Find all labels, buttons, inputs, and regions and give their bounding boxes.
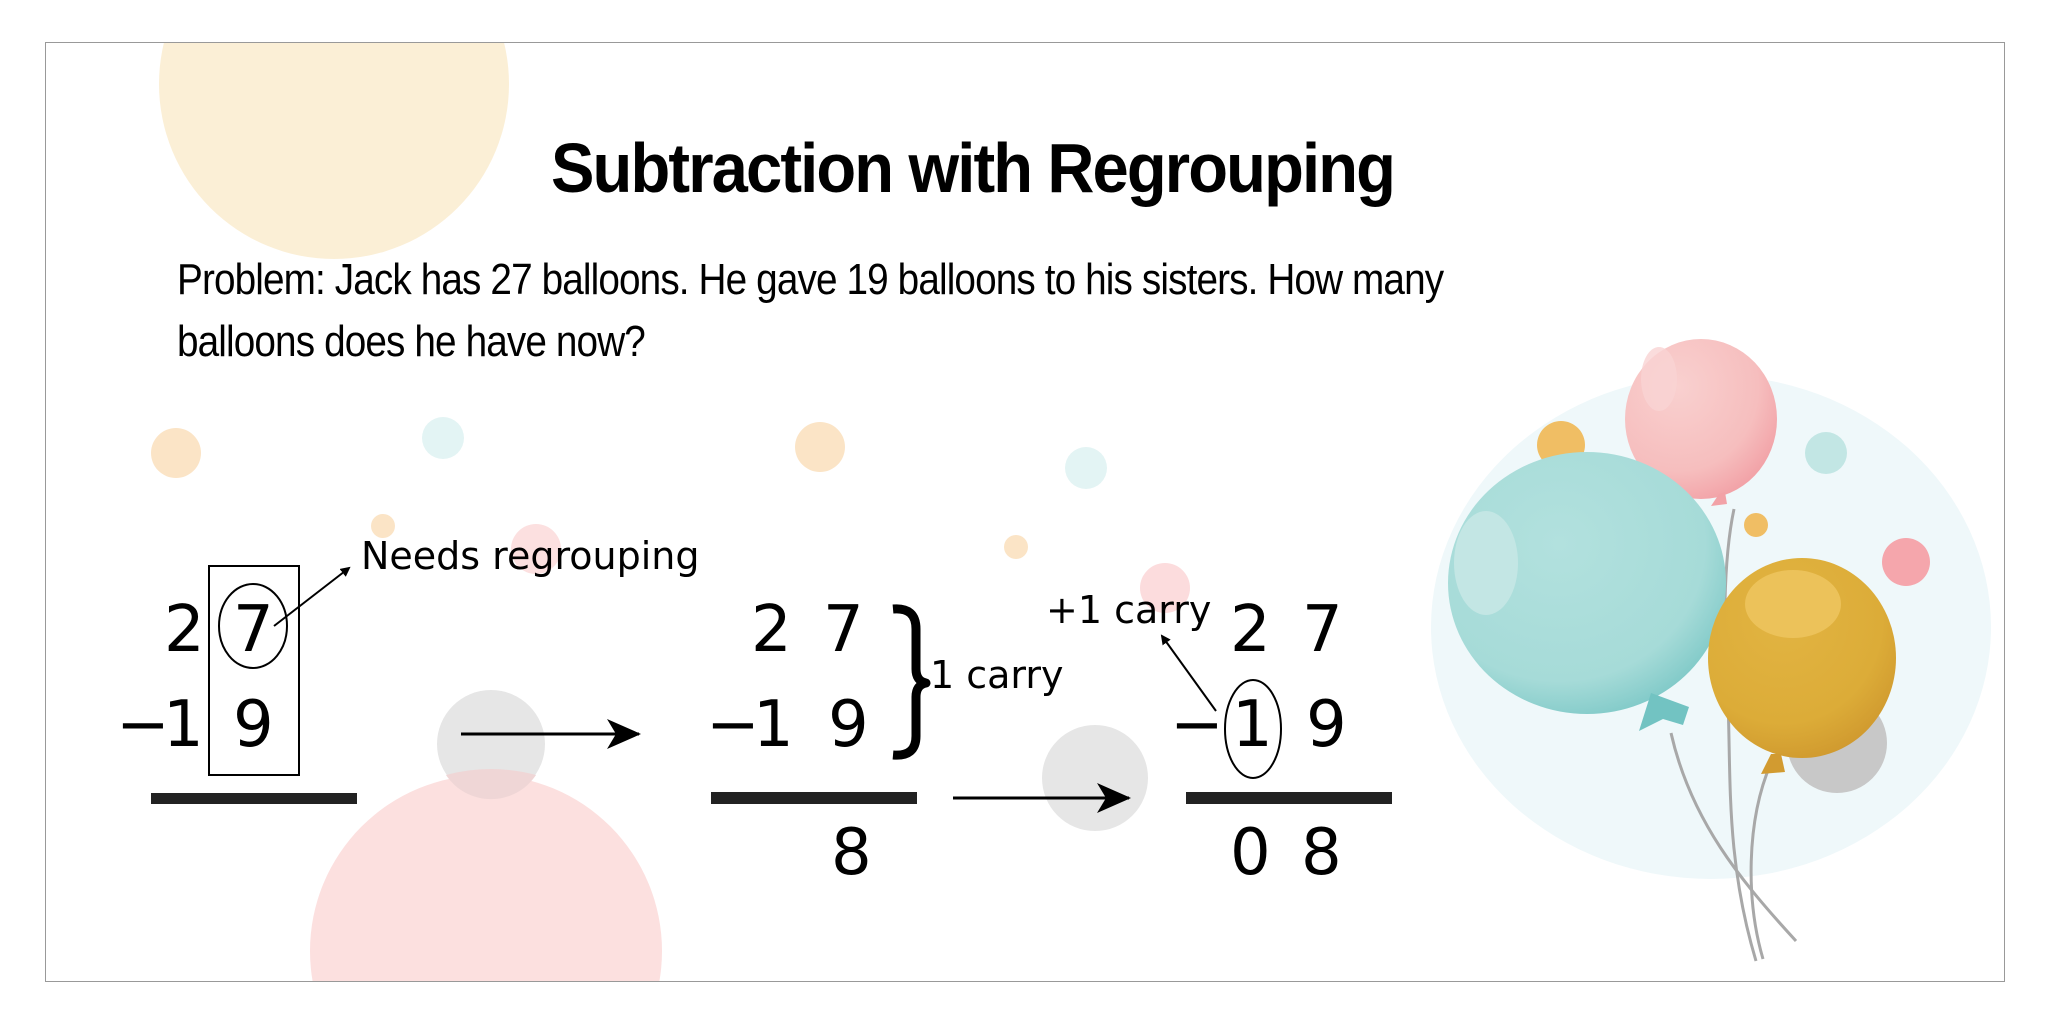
step1-bottom-tens: 1 xyxy=(163,688,204,762)
decor-circle-beige xyxy=(159,43,509,259)
needs-regrouping-label: Needs regrouping xyxy=(361,534,700,578)
step2-minus-sign: − xyxy=(706,688,760,762)
step3-top-tens: 2 xyxy=(1230,593,1271,667)
carry-brace xyxy=(892,604,931,760)
step1-top-tens: 2 xyxy=(164,593,205,667)
step1-underline xyxy=(151,793,357,804)
background-graphics xyxy=(151,43,1991,981)
decor-circle-gray xyxy=(437,690,545,798)
step2-bottom-tens: 1 xyxy=(753,688,794,762)
step2-result-ones: 8 xyxy=(831,816,872,890)
step3-bottom-ones: 9 xyxy=(1306,688,1347,762)
problem-text-line2: balloons does he have now? xyxy=(177,317,646,366)
step3-bottom-tens: 1 xyxy=(1232,688,1273,762)
decor-circle-gray xyxy=(1042,725,1148,831)
step2-top-ones: 7 xyxy=(823,593,864,667)
ones-column-box xyxy=(208,565,300,776)
step1-bottom-ones: 9 xyxy=(233,688,274,762)
ones-circle xyxy=(218,583,288,669)
problem-text-line1: Problem: Jack has 27 balloons. He gave 1… xyxy=(177,255,1444,304)
step2-underline xyxy=(711,792,917,804)
one-carry-label: 1 carry xyxy=(930,653,1064,697)
plus-one-carry-label: +1 carry xyxy=(1046,588,1212,632)
step3-underline xyxy=(1186,792,1392,804)
page-title: Subtraction with Regrouping xyxy=(551,129,1396,207)
slide: Subtraction with Regrouping Problem: Jac… xyxy=(45,42,2005,982)
step1-top-ones: 7 xyxy=(233,593,274,667)
step2-top-tens: 2 xyxy=(751,593,792,667)
step1-minus-sign: − xyxy=(116,688,170,762)
decor-circle-pink-large xyxy=(310,775,662,981)
balloons-illustration xyxy=(1431,339,1991,962)
step3-minus-sign: − xyxy=(1170,688,1224,762)
step3-result-ones: 8 xyxy=(1301,816,1342,890)
step3-top-ones: 7 xyxy=(1302,593,1343,667)
step3-result-tens: 0 xyxy=(1230,816,1271,890)
step2-bottom-ones: 9 xyxy=(828,688,869,762)
tens-circle xyxy=(1224,679,1282,779)
